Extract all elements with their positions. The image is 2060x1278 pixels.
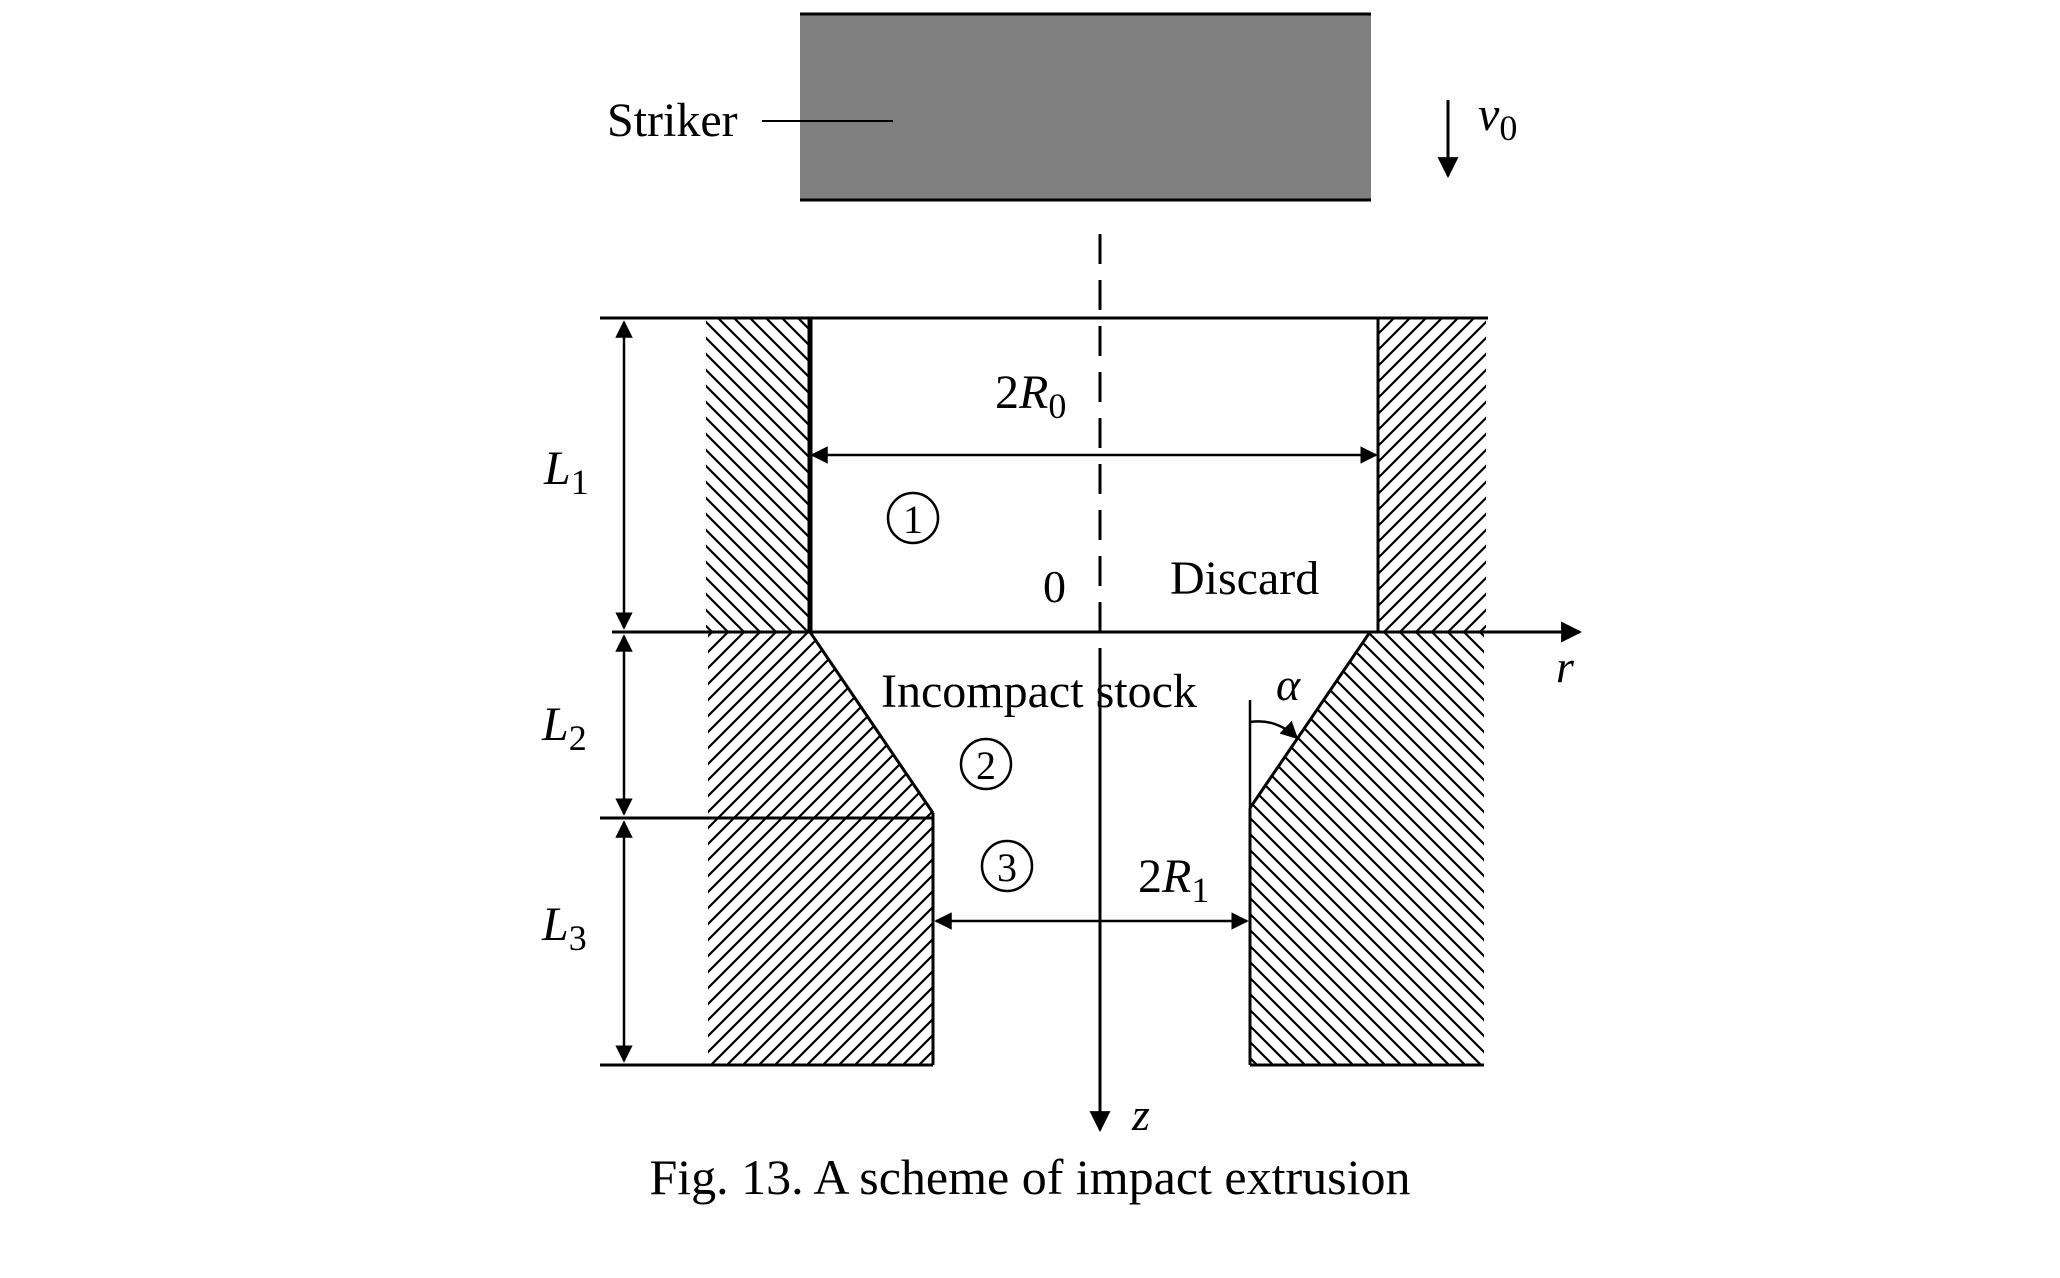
figure-caption: Fig. 13. A scheme of impact extrusion bbox=[649, 1149, 1411, 1205]
striker-block bbox=[800, 14, 1371, 200]
die-right-lower bbox=[1250, 632, 1484, 1065]
dimension-L3-label: L3 bbox=[541, 898, 587, 958]
die-left-upper bbox=[706, 318, 810, 632]
r-axis-label: r bbox=[1556, 641, 1575, 692]
dimension-L1-label: L1 bbox=[543, 442, 589, 502]
alpha-arc bbox=[1249, 720, 1299, 740]
velocity-label: v0 bbox=[1478, 88, 1517, 148]
velocity-symbol: v bbox=[1478, 88, 1500, 141]
die-right-upper bbox=[1378, 318, 1486, 632]
zone-3-marker: 3 bbox=[980, 839, 1034, 893]
discard-label: Discard bbox=[1170, 552, 1319, 605]
die-left-lower bbox=[708, 632, 933, 1065]
svg-text:1: 1 bbox=[903, 497, 923, 542]
velocity-subscript: 0 bbox=[1499, 108, 1517, 148]
svg-text:2: 2 bbox=[976, 743, 996, 788]
die-outline bbox=[600, 318, 1484, 1067]
zone-2-marker: 2 bbox=[959, 737, 1013, 791]
svg-text:3: 3 bbox=[997, 845, 1017, 890]
dimension-2R1-label: 2R1 bbox=[1138, 850, 1209, 910]
origin-label: 0 bbox=[1043, 561, 1066, 612]
z-axis-label: z bbox=[1131, 1089, 1150, 1140]
zone-1-marker: 1 bbox=[886, 491, 940, 545]
dimension-L2-label: L2 bbox=[541, 698, 587, 758]
dimension-2R0-label: 2R0 bbox=[995, 366, 1066, 426]
alpha-label: α bbox=[1276, 659, 1301, 710]
striker-label: Striker bbox=[607, 94, 738, 147]
incompact-stock-label: Incompact stock bbox=[881, 665, 1197, 718]
